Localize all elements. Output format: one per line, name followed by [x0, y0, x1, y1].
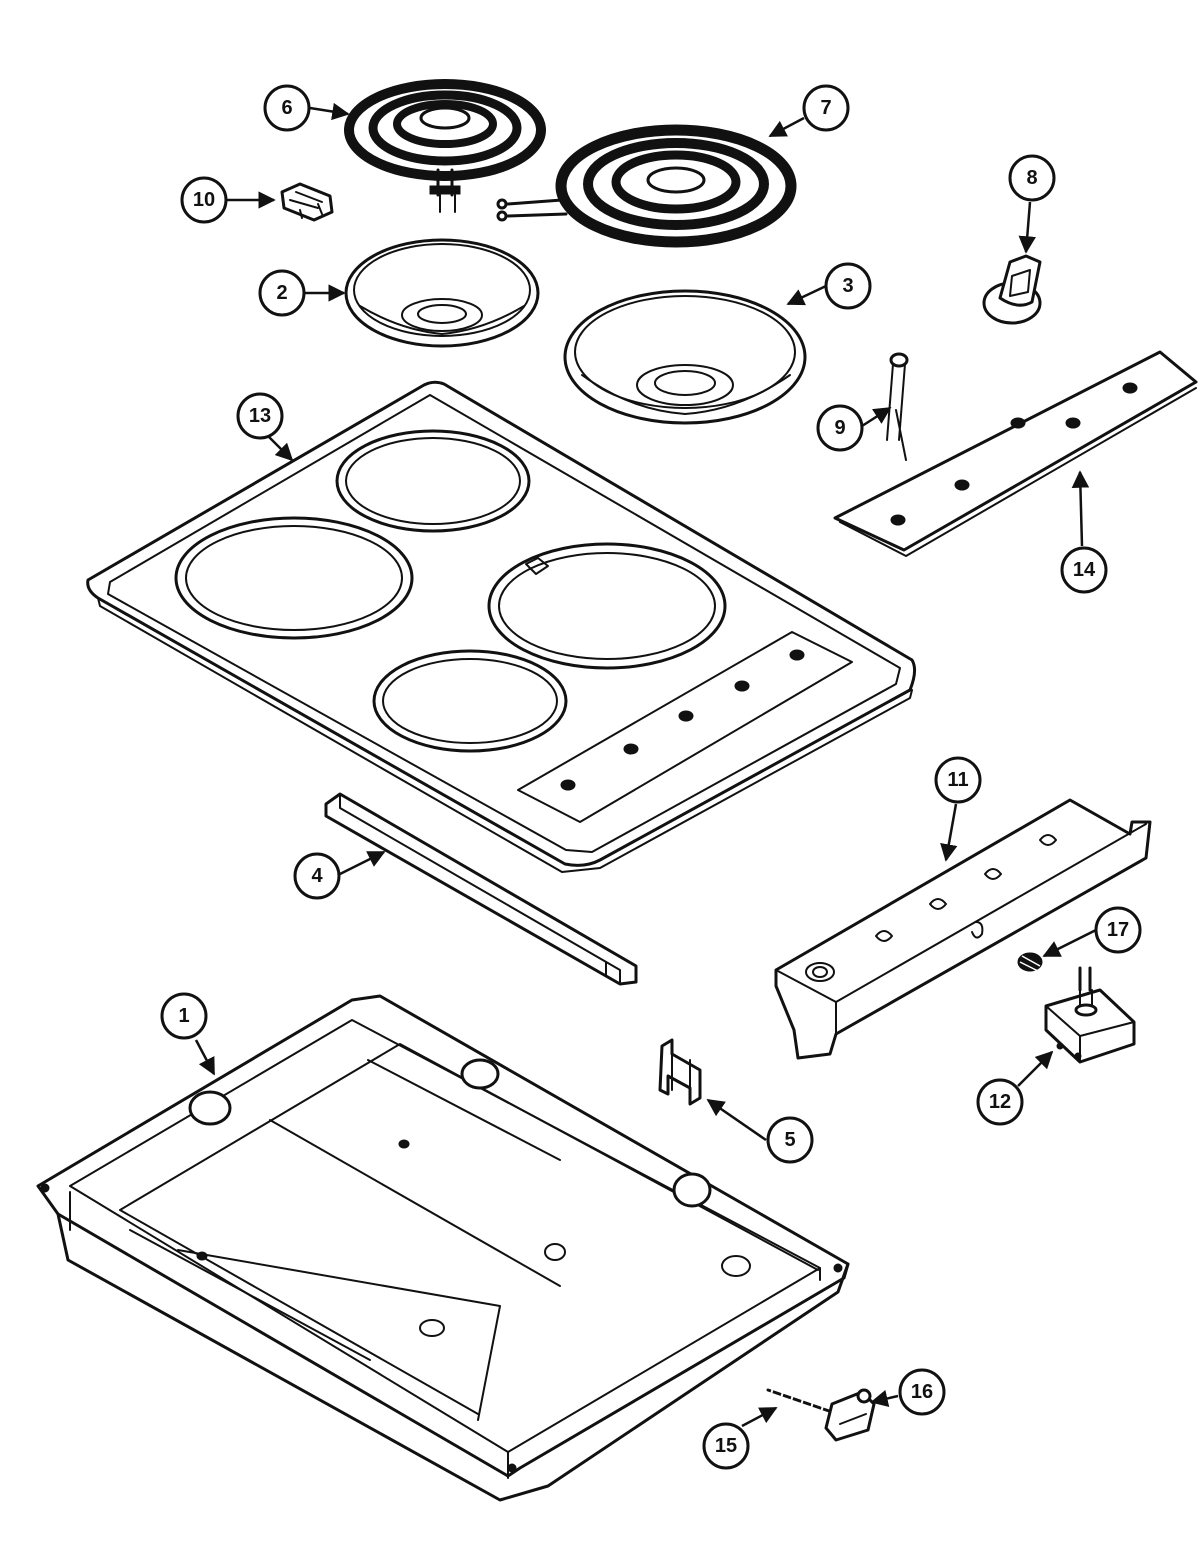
- part-2-small-drip-bowl: [344, 238, 540, 348]
- callout-5: 5: [766, 1116, 814, 1164]
- callout-14-label: 14: [1073, 559, 1096, 581]
- callout-9-label: 9: [834, 417, 845, 439]
- part-15-wire-terminal: [766, 1383, 834, 1417]
- callout-11: 11: [934, 756, 982, 804]
- part-10-terminal-block: [280, 182, 334, 222]
- leader-15: [741, 1406, 778, 1428]
- leader-6: [309, 102, 350, 121]
- part-3-large-drip-bowl: [563, 289, 807, 425]
- leader-13: [267, 435, 294, 462]
- leader-12: [1017, 1050, 1054, 1087]
- part-16-wire-connector: [824, 1388, 876, 1442]
- callout-4: 4: [293, 852, 341, 900]
- leader-17: [1042, 928, 1097, 958]
- part-9-wire-clip: [886, 352, 909, 461]
- callout-9: 9: [816, 404, 864, 452]
- callout-16: 16: [898, 1368, 946, 1416]
- callout-6-label: 6: [281, 97, 292, 119]
- part-5-mounting-clip: [658, 1038, 702, 1106]
- part-11-control-bracket: [774, 798, 1152, 1060]
- callout-2: 2: [258, 269, 306, 317]
- part-14-control-panel-trim: [833, 350, 1198, 557]
- callout-14: 14: [1060, 546, 1108, 594]
- leader-9: [861, 406, 892, 428]
- callout-1-label: 1: [178, 1005, 189, 1027]
- callout-5-label: 5: [784, 1129, 795, 1151]
- part-4-trim-channel: [324, 792, 638, 986]
- callout-15-label: 15: [715, 1435, 737, 1457]
- callout-3-label: 3: [842, 275, 853, 297]
- callout-8-label: 8: [1026, 167, 1037, 189]
- leader-14: [1071, 470, 1090, 547]
- part-7-large-surface-element: [496, 124, 797, 248]
- callout-7-label: 7: [820, 97, 831, 119]
- callout-2-label: 2: [276, 282, 287, 304]
- callout-4-label: 4: [311, 865, 323, 887]
- leader-4: [339, 850, 386, 876]
- callout-6: 6: [263, 84, 311, 132]
- callout-13: 13: [236, 392, 284, 440]
- part-12-infinite-switch: [1044, 966, 1136, 1064]
- callout-11-label: 11: [947, 769, 968, 791]
- callout-7: 7: [802, 84, 850, 132]
- callout-12-label: 12: [989, 1091, 1011, 1113]
- part-6-small-surface-element: [344, 79, 546, 213]
- leader-16: [870, 1389, 899, 1407]
- callout-15: 15: [702, 1422, 750, 1470]
- leader-3: [786, 284, 827, 306]
- part-8-control-knob: [982, 254, 1042, 325]
- leader-5: [706, 1098, 767, 1142]
- callout-13-label: 13: [249, 405, 271, 427]
- callout-16-label: 16: [911, 1381, 933, 1403]
- callout-10-label: 10: [193, 189, 215, 211]
- part-1-bottom-pan: [36, 994, 850, 1502]
- leader-11: [940, 803, 958, 862]
- leader-lines: [194, 102, 1097, 1428]
- leader-1: [194, 1039, 216, 1076]
- leader-8: [1018, 201, 1036, 254]
- part-17-spring: [1017, 952, 1043, 973]
- callout-8: 8: [1008, 154, 1056, 202]
- part-13-cooktop-top: [86, 380, 917, 873]
- callout-1: 1: [160, 992, 208, 1040]
- callout-10: 10: [180, 176, 228, 224]
- callout-12: 12: [976, 1078, 1024, 1126]
- callout-17-label: 17: [1107, 919, 1129, 941]
- leader-7: [768, 116, 805, 138]
- callout-17: 17: [1094, 906, 1142, 954]
- callout-3: 3: [824, 262, 872, 310]
